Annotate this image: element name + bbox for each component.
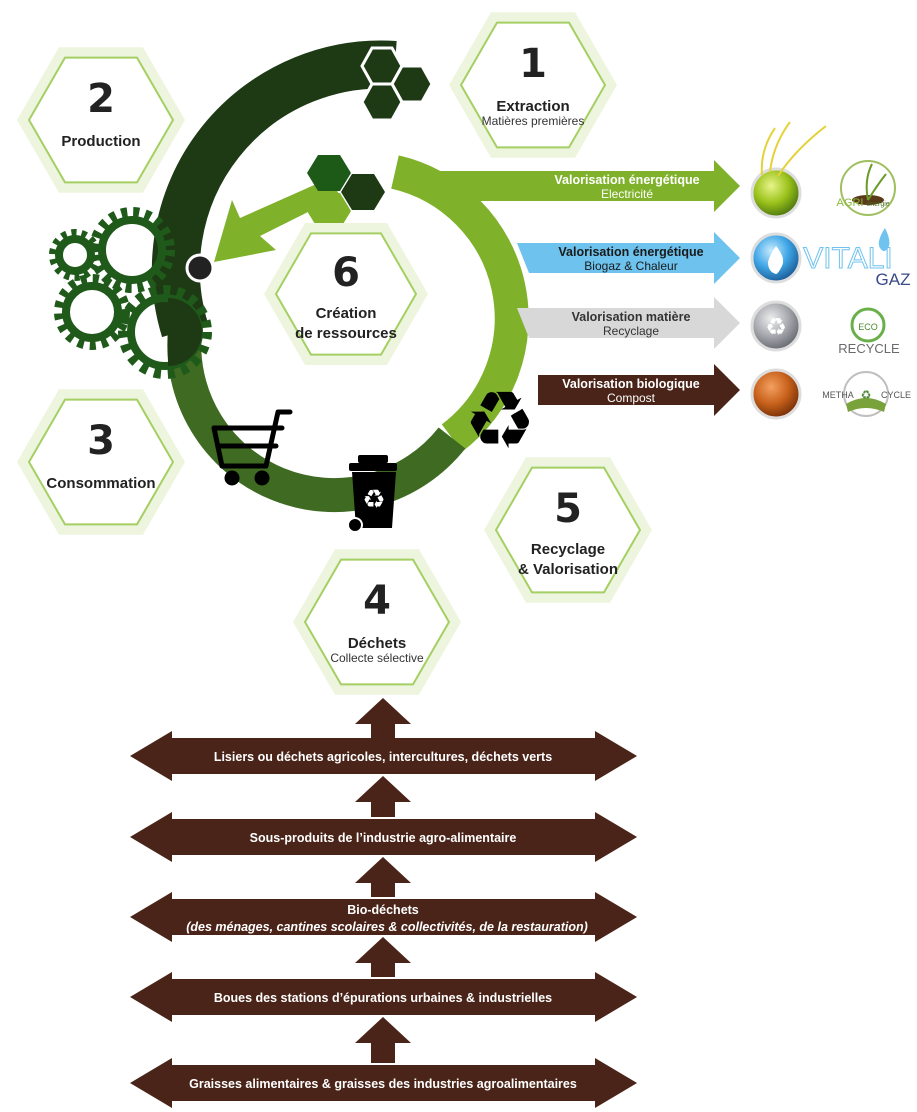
valorisation-orbs: ♻ xyxy=(750,121,827,420)
step-title: Consommation xyxy=(46,475,155,492)
svg-text:♻: ♻ xyxy=(765,313,787,341)
valorisation-subtitle: Electricité xyxy=(601,187,653,201)
step-number: 2 xyxy=(87,76,115,122)
input-label: Lisiers ou déchets agricoles, intercultu… xyxy=(214,750,552,764)
valorisation-subtitle: Biogaz & Chaleur xyxy=(584,259,677,273)
step-title: Déchets xyxy=(348,635,406,652)
step-title: Production xyxy=(61,133,140,150)
input-label: Graisses alimentaires & graisses des ind… xyxy=(189,1077,577,1091)
recycling-orb-icon xyxy=(750,300,802,352)
input-label: Sous-produits de l’industrie agro-alimen… xyxy=(250,831,517,845)
brand-logos: AGRI énergie VITALI GAZ ECO RECYCLE ♻ ME… xyxy=(803,160,911,417)
svg-text:GAZ: GAZ xyxy=(876,270,911,289)
input-double-arrow: Graisses alimentaires & graisses des ind… xyxy=(130,1058,637,1108)
small-gear-icon xyxy=(185,253,215,283)
svg-text:♻: ♻ xyxy=(362,485,385,515)
electricity-orb-icon xyxy=(750,167,802,219)
up-arrow-icon xyxy=(355,698,411,740)
svg-text:RECYCLE: RECYCLE xyxy=(838,341,900,356)
step-number: 1 xyxy=(519,41,547,87)
step-subtitle: Matières premières xyxy=(482,114,585,128)
eco-recycle-logo: ECO RECYCLE xyxy=(838,307,900,356)
valorisation-subtitle: Recyclage xyxy=(603,324,659,338)
shopping-cart-icon xyxy=(211,409,293,486)
step-title: Recyclage xyxy=(531,541,605,558)
valorisation-title: Valorisation biologique xyxy=(562,377,700,391)
step-title: Création xyxy=(316,305,377,322)
input-double-arrow: Lisiers ou déchets agricoles, intercultu… xyxy=(130,731,637,781)
up-arrow-icon xyxy=(355,937,411,977)
input-label: Bio-déchets xyxy=(347,903,419,917)
svg-text:AGRI: AGRI xyxy=(837,197,864,209)
vitali-gaz-logo: VITALI GAZ xyxy=(803,228,910,289)
step-number: 4 xyxy=(363,578,391,624)
valorisation-arrows: Valorisation énergétiqueElectricitéValor… xyxy=(430,160,740,416)
svg-text:CYCLE: CYCLE xyxy=(881,390,911,400)
input-label-detail: (des ménages, cantines scolaires & colle… xyxy=(186,920,588,934)
gear-half-icon xyxy=(168,298,202,366)
valorisation-title: Valorisation énergétique xyxy=(554,173,699,187)
up-arrow-icon xyxy=(355,857,411,897)
step-title-line2: de ressources xyxy=(295,325,397,342)
input-label: Boues des stations d’épurations urbaines… xyxy=(214,991,552,1005)
metha-cycle-logo: ♻ METHA CYCLE xyxy=(822,371,911,417)
input-bars: Lisiers ou déchets agricoles, intercultu… xyxy=(130,698,637,1108)
input-double-arrow: Bio-déchets (des ménages, cantines scolai… xyxy=(130,892,637,942)
svg-text:♻: ♻ xyxy=(861,388,872,402)
up-arrow-icon xyxy=(355,1017,411,1063)
svg-text:METHA: METHA xyxy=(822,390,854,400)
svg-text:ECO: ECO xyxy=(858,322,878,332)
svg-text:VITALI: VITALI xyxy=(803,242,892,275)
step-title: Extraction xyxy=(496,98,569,115)
input-double-arrow: Sous-produits de l’industrie agro-alimen… xyxy=(130,812,637,862)
valorisation-subtitle: Compost xyxy=(607,391,656,405)
valorisation-title: Valorisation matière xyxy=(572,310,691,324)
svg-text:énergie: énergie xyxy=(866,201,889,208)
step-number: 5 xyxy=(554,486,582,532)
step-number: 6 xyxy=(332,250,360,296)
compost-orb-icon xyxy=(750,368,802,420)
up-arrow-icon xyxy=(355,776,411,817)
step-title-line2: & Valorisation xyxy=(518,561,618,578)
hexagon-cluster-icon xyxy=(307,46,434,229)
input-double-arrow: Boues des stations d’épurations urbaines… xyxy=(130,972,637,1022)
step-subtitle: Collecte sélective xyxy=(330,651,424,665)
recycling-bin-icon: ♻ xyxy=(347,455,397,533)
gears-icon xyxy=(49,207,212,379)
valorisation-title: Valorisation énergétique xyxy=(558,245,703,259)
recycle-icon: ♻ xyxy=(464,374,536,467)
agri-energie-logo: AGRI énergie xyxy=(837,160,896,216)
step-number: 3 xyxy=(87,418,115,464)
